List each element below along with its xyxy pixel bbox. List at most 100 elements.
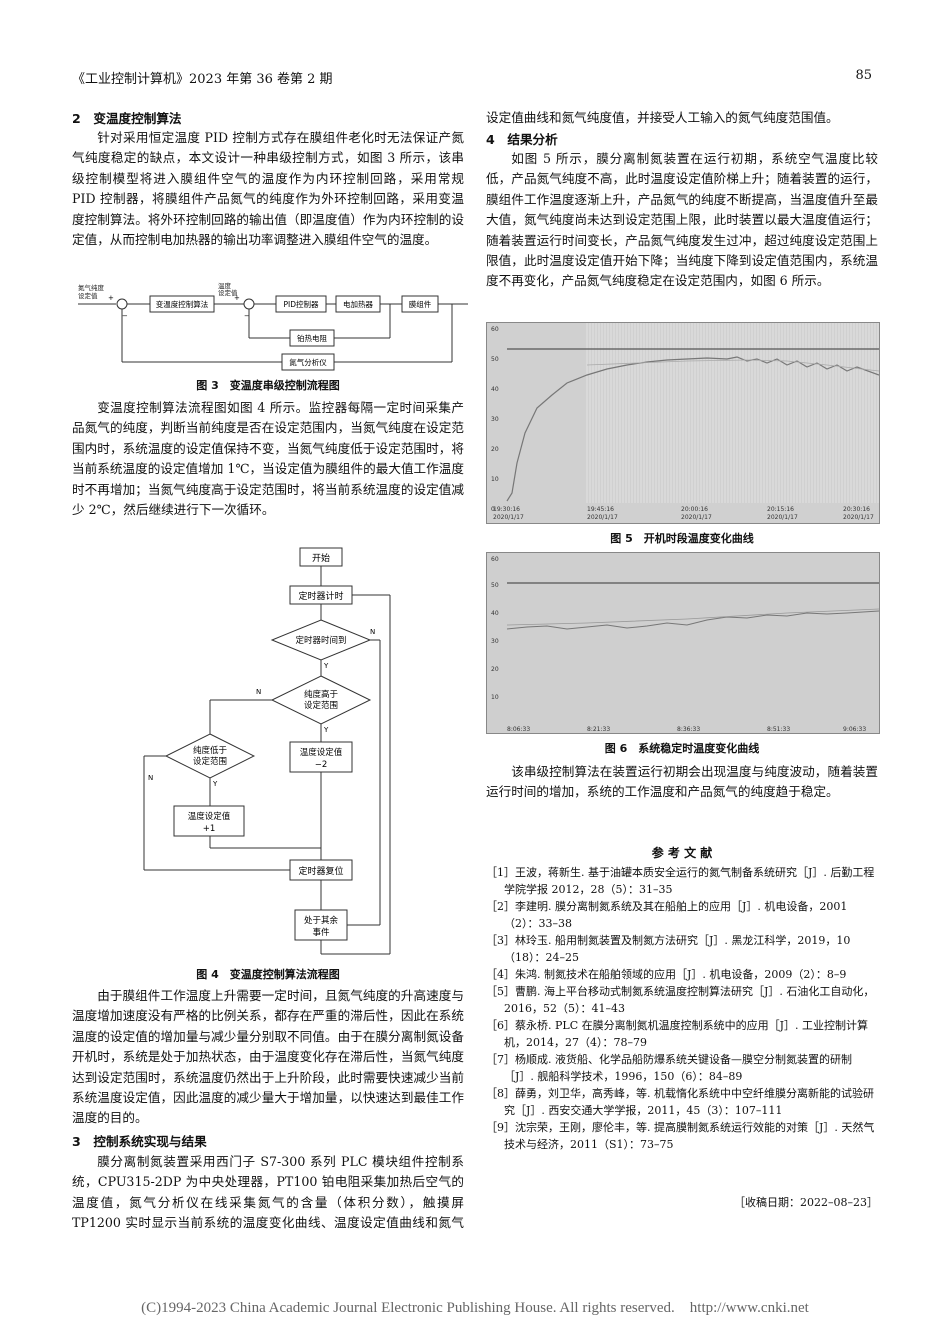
svg-text:定时器时间到: 定时器时间到 xyxy=(295,635,346,646)
svg-text:2020/1/17: 2020/1/17 xyxy=(767,514,798,521)
received-date: ［收稿日期：2022–08–23］ xyxy=(734,1196,878,1209)
section-3-paragraph-1: 膜分离制氮装置采用西门子 S7-300 系列 PLC 模块组件控制系统，CPU3… xyxy=(72,1154,464,1231)
svg-text:19:45:16: 19:45:16 xyxy=(587,506,614,513)
svg-text:30: 30 xyxy=(491,638,499,645)
reference-item: ［8］薛勇，刘卫华，高秀峰，等. 机载惰化系统中中空纤维膜分离新能的试验研究［J… xyxy=(486,1087,874,1117)
fig3-purity-set-label-2: 设定值 xyxy=(78,291,98,300)
svg-text:处于其余: 处于其余 xyxy=(304,915,339,926)
svg-text:Y: Y xyxy=(212,780,218,788)
fig3-block-analyzer-label: 氮气分析仪 xyxy=(289,357,327,367)
svg-text:设定范围: 设定范围 xyxy=(304,700,338,711)
fig3-plus-2: + xyxy=(234,294,240,302)
reference-item: ［2］李建明. 膜分离制氮系统及其在船舶上的应用［J］. 机电设备，2001（2… xyxy=(486,900,848,930)
page-number: 85 xyxy=(855,68,872,83)
svg-text:20: 20 xyxy=(491,446,499,453)
section-4-paragraph-1: 如图 5 所示，膜分离制氮装置在运行初期，系统空气温度比较低，产品氮气纯度不高，… xyxy=(486,151,878,289)
svg-text:定时器复位: 定时器复位 xyxy=(298,865,343,877)
reference-item: ［5］曹鹏. 海上平台移动式制氮系统温度控制算法研究［J］. 石油化工自动化，2… xyxy=(486,985,875,1015)
fig3-minus-1: − xyxy=(122,312,128,320)
svg-text:温度设定值: 温度设定值 xyxy=(300,747,343,758)
svg-text:50: 50 xyxy=(491,356,499,363)
section-2-paragraph-1: 针对采用恒定温度 PID 控制方式存在膜组件老化时无法保证产氮气纯度稳定的缺点，… xyxy=(72,130,464,248)
fig3-sum-2 xyxy=(243,298,255,310)
svg-text:Y: Y xyxy=(323,662,329,670)
fig5-temperature-curve xyxy=(506,356,879,502)
figure-3-caption: 图 3 变温度串级控制流程图 xyxy=(196,379,340,392)
svg-text:20:30:16: 20:30:16 xyxy=(843,506,870,513)
svg-text:设定范围: 设定范围 xyxy=(193,756,227,767)
svg-text:60: 60 xyxy=(491,556,499,563)
svg-text:8:21:33: 8:21:33 xyxy=(587,726,610,733)
section-2-paragraph-3: 由于膜组件工作温度上升需要一定时间，且氮气纯度的升高速度与温度增加速度没有严格的… xyxy=(72,988,464,1126)
reference-item: ［3］林玲玉. 船用制氮装置及制氮方法研究［J］. 黑龙江科学，2019，10（… xyxy=(486,934,851,964)
fig3-temp-set-label-2: 设定值 xyxy=(218,288,238,297)
fig3-sum-1 xyxy=(116,298,128,310)
journal-header: 《工业控制计算机》2023 年第 36 卷第 2 期 xyxy=(72,72,333,87)
svg-text:事件: 事件 xyxy=(312,927,330,938)
svg-text:10: 10 xyxy=(491,476,499,483)
fig3-minus-2: − xyxy=(244,312,250,320)
fc-temp-minus xyxy=(289,741,353,773)
svg-text:50: 50 xyxy=(491,582,499,589)
svg-text:N: N xyxy=(370,628,375,636)
svg-text:9:06:33: 9:06:33 xyxy=(843,726,866,733)
fig3-block-membrane-label: 膜组件 xyxy=(409,299,432,309)
references-title: 参 考 文 献 xyxy=(651,846,713,860)
copyright-footer: (C)1994-2023 China Academic Journal Elec… xyxy=(141,1300,809,1316)
svg-text:0: 0 xyxy=(491,506,495,513)
svg-text:N: N xyxy=(148,774,153,782)
figure-3-diagram: 氮气纯度 设定值 + − 变温度控制算法 温度 设定值 + − PID控制器 电… xyxy=(78,282,468,371)
svg-text:60: 60 xyxy=(491,326,499,333)
svg-text:20: 20 xyxy=(491,666,499,673)
reference-item: ［1］王波，蒋新生. 基于油罐本质安全运行的氮气制备系统研究［J］. 后勤工程学… xyxy=(486,866,875,896)
svg-text:纯度低于: 纯度低于 xyxy=(193,745,228,756)
svg-text:10: 10 xyxy=(491,694,499,701)
svg-text:2020/1/17: 2020/1/17 xyxy=(681,514,712,521)
fc-temp-plus xyxy=(173,805,245,837)
section-3-paragraph-1-continued: 设定值曲线和氮气纯度值，并接受人工输入的氮气纯度范围值。 xyxy=(486,110,839,125)
svg-text:N: N xyxy=(256,688,261,696)
section-2-paragraph-2: 变温度控制算法流程图如图 4 所示。监控器每隔一定时间采集产品氮气的纯度，判断当… xyxy=(72,400,464,518)
figure-5-caption: 图 5 开机时段温度变化曲线 xyxy=(610,532,754,545)
fig6-temperature-curve xyxy=(506,610,879,630)
fig3-block-pt100-label: 铂热电阻 xyxy=(297,333,327,343)
section-4-paragraph-2: 该串级控制算法在装置运行初期会出现温度与纯度波动，随着装置运行时间的增加，系统的… xyxy=(486,764,878,800)
fc-purity-low xyxy=(164,733,256,779)
figure-4-caption: 图 4 变温度控制算法流程图 xyxy=(196,968,340,981)
fc-other-events xyxy=(294,909,348,941)
svg-text:−2: −2 xyxy=(315,760,328,770)
svg-text:8:36:33: 8:36:33 xyxy=(677,726,700,733)
fig3-block-heater-label: 电加热器 xyxy=(343,299,373,309)
svg-text:开始: 开始 xyxy=(312,552,330,564)
fig3-purity-set-label-1: 氮气纯度 xyxy=(78,283,105,292)
reference-item: ［4］朱鸿. 制氮技术在船舶领域的应用［J］. 机电设备，2009（2）：8–9 xyxy=(486,968,847,981)
figure-6-chart: 60 50 40 30 20 10 8:06:33 8:21:33 8:36:33 8:51:3… xyxy=(486,552,880,734)
fc-purity-high xyxy=(270,675,372,725)
svg-text:定时器计时: 定时器计时 xyxy=(298,590,343,602)
svg-text:纯度高于: 纯度高于 xyxy=(304,689,339,700)
reference-item: ［9］沈宗荣，王刚，廖伦丰，等. 提高膜制氮系统运行效能的对策［J］. 天然气技… xyxy=(486,1121,875,1151)
fig3-block-var-temp-label: 变温度控制算法 xyxy=(156,299,209,309)
svg-text:20:00:16: 20:00:16 xyxy=(681,506,708,513)
svg-text:+1: +1 xyxy=(203,824,216,834)
section-2-title: 2 变温度控制算法 xyxy=(72,111,182,126)
svg-text:40: 40 xyxy=(491,610,499,617)
figure-4-flowchart: 开始 定时器计时 定时器时间到 N Y 纯度高于 设定范围 N Y 温度设定值 … xyxy=(143,547,391,955)
svg-text:2020/1/17: 2020/1/17 xyxy=(843,514,874,521)
svg-text:40: 40 xyxy=(491,386,499,393)
svg-text:8:06:33: 8:06:33 xyxy=(507,726,530,733)
svg-text:2020/1/17: 2020/1/17 xyxy=(493,514,524,521)
section-3-title: 3 控制系统实现与结果 xyxy=(72,1134,207,1149)
reference-item: ［6］蔡永桥. PLC 在膜分离制氮机温度控制系统中的应用［J］. 工业控制计算… xyxy=(486,1019,869,1049)
svg-text:Y: Y xyxy=(323,726,329,734)
figure-6-svg: 60 50 40 30 20 10 8:06:33 8:21:33 8:36:33 8:51:3… xyxy=(487,553,879,733)
svg-text:8:51:33: 8:51:33 xyxy=(767,726,790,733)
references-list: ［1］王波，蒋新生. 基于油罐本质安全运行的氮气制备系统研究［J］. 后勤工程学… xyxy=(486,864,878,1153)
fig3-plus-1: + xyxy=(108,294,114,302)
section-4-title: 4 结果分析 xyxy=(486,132,558,147)
svg-text:2020/1/17: 2020/1/17 xyxy=(587,514,618,521)
fig3-temp-set-label-1: 温度 xyxy=(218,282,232,290)
svg-text:30: 30 xyxy=(491,416,499,423)
